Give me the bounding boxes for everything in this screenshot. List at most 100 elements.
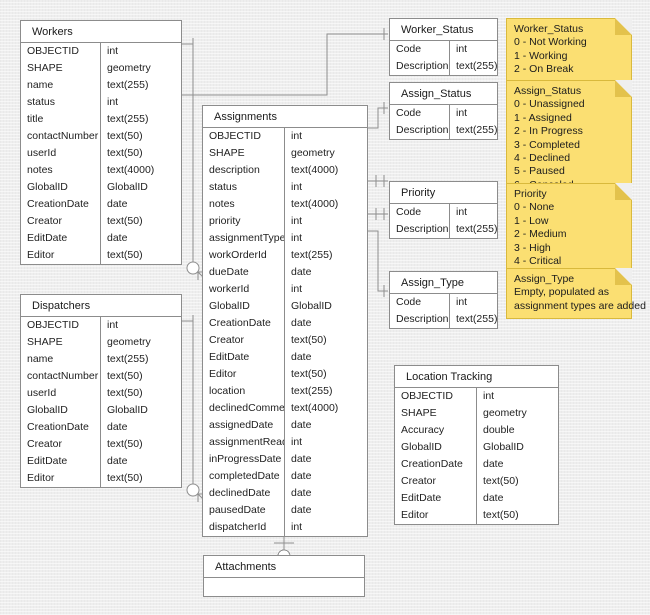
field-name: SHAPE [21,334,101,351]
note-line: assignment types are added [514,299,646,312]
field-row: EditDate date [395,490,558,507]
field-type: text(50) [107,147,143,159]
field-name: status [203,179,285,196]
field-name: inProgressDate [203,451,285,468]
field-type: int [291,215,303,227]
entity-title-assignments: Assignments [203,106,367,128]
field-type: text(255) [456,313,497,325]
field-name: notes [21,162,101,179]
field-type: text(50) [107,438,143,450]
field-type: text(50) [291,368,327,380]
field-type: date [291,266,312,278]
field-type: GlobalID [107,181,148,193]
field-type: date [483,492,504,504]
field-type: text(50) [483,509,519,521]
field-name: assignedDate [203,417,285,434]
field-type: int [291,130,303,142]
note-title: Priority [514,188,547,200]
field-name: Description [390,221,450,238]
field-row: Description text(255) [390,311,497,328]
field-name: status [21,94,101,111]
note-line: 3 - High [514,241,551,254]
field-name: GlobalID [203,298,285,315]
field-row: userId text(50) [21,145,181,162]
field-name: Editor [21,470,101,487]
field-row: CreationDate date [395,456,558,473]
field-name: CreationDate [395,456,477,473]
entity-title-workers: Workers [21,21,181,43]
field-type: int [483,390,495,402]
field-type: text(50) [483,475,519,487]
field-name: EditDate [395,490,477,507]
field-name: Code [390,105,450,122]
note-fold-icon [615,80,632,97]
field-type: geometry [107,62,151,74]
field-name: description [203,162,285,179]
note-line: 4 - Declined [514,152,571,165]
field-name: userId [21,145,101,162]
field-type: text(50) [107,215,143,227]
field-type: date [291,504,312,516]
note-line: 1 - Assigned [514,111,572,124]
note-line: 5 - Paused [514,165,565,178]
field-name: GlobalID [21,402,101,419]
field-row: SHAPE geometry [21,60,181,77]
note-line: 2 - In Progress [514,125,583,138]
field-name: completedDate [203,468,285,485]
field-type: int [291,181,303,193]
field-type: int [107,319,119,331]
field-type: int [456,43,468,55]
field-name: GlobalID [395,439,477,456]
field-name: notes [203,196,285,213]
note-title: Assign_Status [514,85,582,97]
field-row: assignedDate date [203,417,367,434]
field-name: name [21,351,101,368]
field-type: int [291,521,303,533]
field-type: date [291,317,312,329]
field-type: date [291,419,312,431]
field-name: SHAPE [21,60,101,77]
field-type: int [456,206,468,218]
field-type: date [483,458,504,470]
field-name: CreationDate [21,196,101,213]
field-name: Description [390,311,450,328]
entity-attachments[interactable]: Attachments [203,555,365,597]
